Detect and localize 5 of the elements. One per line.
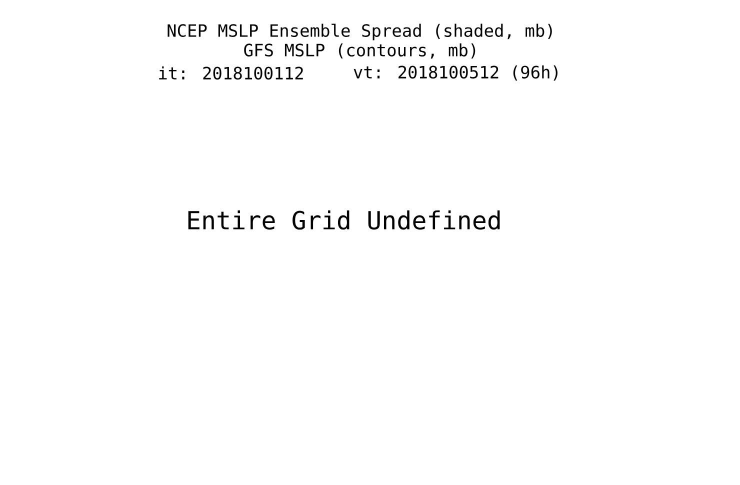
title: NCEP MSLP Ensemble Spread (shaded, mb)	[168, 24, 552, 40]
init-time: it: 2018100112	[159, 66, 303, 80]
valid-time: vt: 2018100512 (96h)	[354, 65, 558, 81]
subtitle: GFS MSLP (contours, mb)	[244, 43, 476, 59]
status-message: Entire Grid Undefined	[188, 210, 500, 230]
